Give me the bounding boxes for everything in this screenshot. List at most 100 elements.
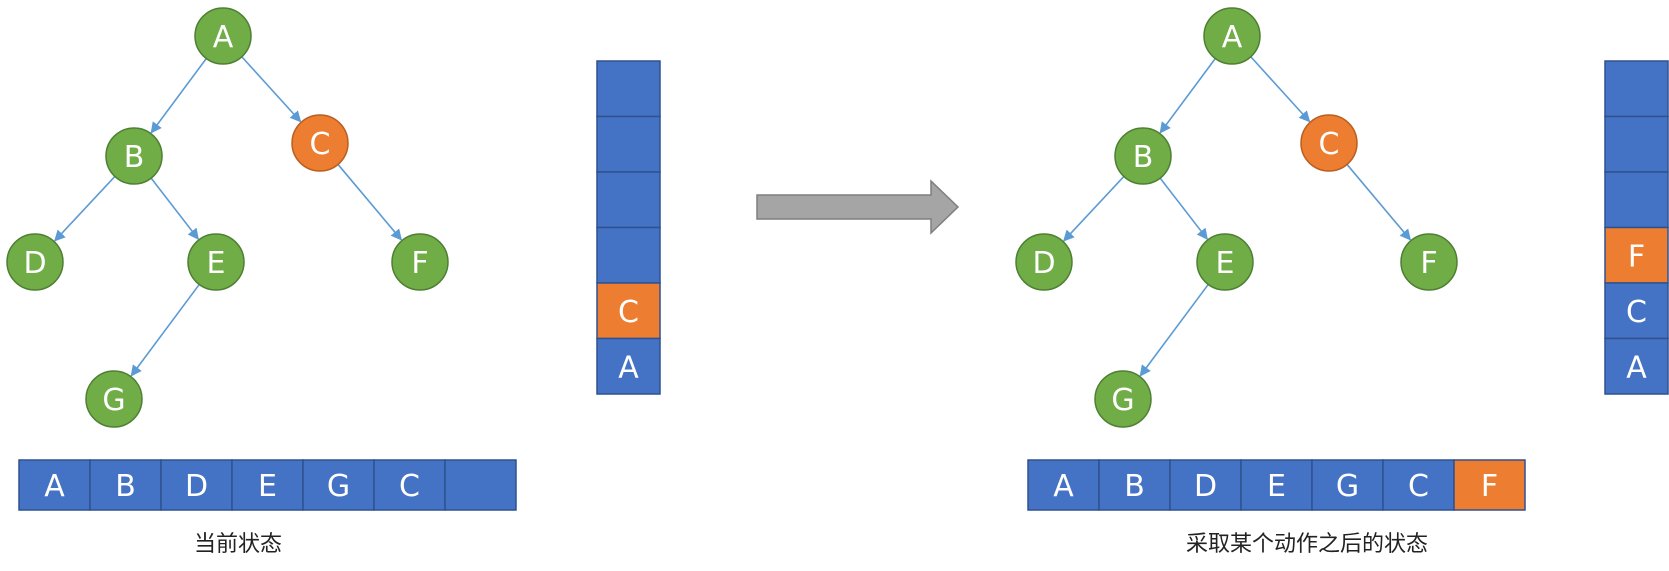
after-caption: 采取某个动作之后的状态 [1186, 532, 1428, 557]
before-visited-cell-rect [444, 459, 517, 511]
after-visited-cell-label: B [1124, 469, 1145, 504]
after-edge-b-e [1159, 177, 1208, 240]
after-stack-cell [1604, 60, 1669, 118]
after-visited-cell-label: C [1408, 469, 1429, 504]
before-edge-e-g [130, 283, 200, 377]
after-stack-cell-rect [1604, 337, 1669, 395]
after-node-circle [1114, 127, 1172, 185]
before-node-g: G [85, 370, 143, 428]
before-visited-cell-rect [302, 459, 375, 511]
after-node-label: C [1319, 127, 1340, 162]
after-node-circle [1400, 233, 1458, 291]
after-stack-cell-rect [1604, 171, 1669, 229]
before-visited-cell-label: E [258, 469, 277, 504]
after-visited-cell: D [1169, 459, 1242, 511]
after-edge-e-g [1139, 283, 1209, 377]
before-node-label: G [102, 383, 125, 418]
before-node-circle [187, 233, 245, 291]
after-node-a: A [1203, 7, 1261, 65]
before-visited-cell-rect [373, 459, 446, 511]
after-stack-cell-label: C [1626, 295, 1647, 330]
after-node-label: A [1222, 20, 1243, 55]
before-node-circle [391, 233, 449, 291]
after-edge-a-c [1250, 56, 1311, 123]
before-stack-cell-rect [596, 226, 661, 284]
after-stack-cell [1604, 171, 1669, 229]
before-node-circle [194, 7, 252, 65]
before-stack-cell [596, 226, 661, 284]
before-stack-cell-rect [596, 115, 661, 173]
after-visited-cell-rect [1098, 459, 1171, 511]
transition-arrow-shape [756, 179, 960, 235]
before-edge-a-b [150, 58, 207, 134]
before-visited-cell-label: A [44, 469, 65, 504]
after-visited-cell: E [1240, 459, 1313, 511]
before-visited-cell: D [160, 459, 233, 511]
after-stack-cell-rect [1604, 115, 1669, 173]
after-node-circle [1300, 114, 1358, 172]
before-stack-cell-rect [596, 171, 661, 229]
after-visited-cell-rect [1382, 459, 1455, 511]
before-stack-cell-rect [596, 60, 661, 118]
before-stack: CA [596, 60, 661, 395]
after-node-b: B [1114, 127, 1172, 185]
after-visited-cell-rect [1027, 459, 1100, 511]
before-visited-cell-label: B [115, 469, 136, 504]
before-edge-a-c [241, 56, 302, 123]
after-stack: FCA [1604, 60, 1669, 395]
after-visited-cell: B [1098, 459, 1171, 511]
before-node-e: E [187, 233, 245, 291]
after-visited-cell: F [1453, 459, 1526, 511]
before-stack-cell-rect [596, 337, 661, 395]
before-stack-cell-label: A [618, 350, 639, 385]
before-node-f: F [391, 233, 449, 291]
before-node-d: D [6, 233, 64, 291]
before-visited-cell-label: G [327, 469, 350, 504]
after-node-circle [1094, 370, 1152, 428]
before-visited-cell-label: D [185, 469, 208, 504]
before-edge-c-f [337, 163, 403, 241]
after-node-f: F [1400, 233, 1458, 291]
before-visited-cell-rect [89, 459, 162, 511]
before-visited-cell [444, 459, 517, 511]
before-visited-cell-rect [231, 459, 304, 511]
before-node-label: F [411, 246, 428, 281]
before-node-label: C [310, 127, 331, 162]
before-caption: 当前状态 [194, 532, 282, 557]
after-node-label: B [1133, 140, 1154, 175]
after-visited-cell-label: D [1194, 469, 1217, 504]
before-tree-edges [54, 56, 403, 377]
after-stack-cell-rect [1604, 226, 1669, 284]
before-node-b: B [105, 127, 163, 185]
after-visited-cell-label: F [1481, 469, 1498, 504]
after-node-circle [1015, 233, 1073, 291]
after-node-d: D [1015, 233, 1073, 291]
before-stack-cell: A [596, 337, 661, 395]
before-stack-cell [596, 60, 661, 118]
before-node-label: B [124, 140, 145, 175]
after-tree-edges [1063, 56, 1412, 377]
before-visited-cell: A [18, 459, 91, 511]
before-stack-cell: C [596, 282, 661, 340]
before-node-circle [105, 127, 163, 185]
after-stack-cell: F [1604, 226, 1669, 284]
before-stack-cell-label: C [618, 295, 639, 330]
before-visited-cell: C [373, 459, 446, 511]
before-node-circle [85, 370, 143, 428]
after-node-circle [1196, 233, 1254, 291]
after-visited-cell-label: E [1267, 469, 1286, 504]
after-stack-cell [1604, 115, 1669, 173]
after-node-label: D [1032, 246, 1055, 281]
after-stack-cell-rect [1604, 60, 1669, 118]
before-node-circle [6, 233, 64, 291]
transition-arrow [756, 179, 960, 235]
after-edge-c-f [1346, 163, 1412, 241]
before-visited-cell: B [89, 459, 162, 511]
after-edge-b-d [1063, 175, 1125, 242]
before-stack-cell [596, 115, 661, 173]
